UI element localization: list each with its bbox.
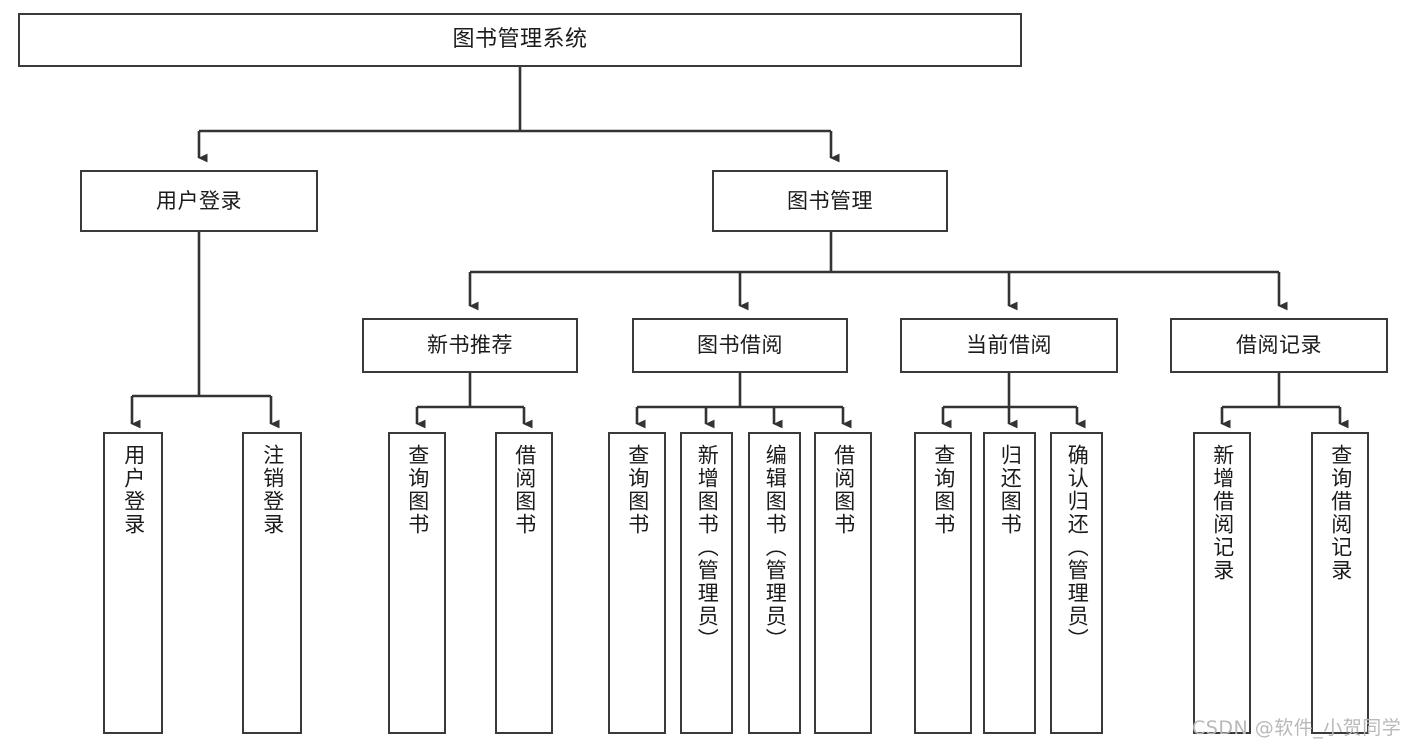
node-label: 查询图书 bbox=[625, 444, 650, 536]
leaf-user-login[interactable]: 用户登录 bbox=[103, 432, 163, 734]
leaf-query-books-borrowing[interactable]: 查询图书 bbox=[608, 432, 666, 734]
node-label: 图书管理系统 bbox=[452, 27, 588, 53]
leaf-borrow-books-borrowing[interactable]: 借阅图书 bbox=[814, 432, 872, 734]
node-label: 当前借阅 bbox=[966, 333, 1052, 358]
node-label: 借阅记录 bbox=[1236, 333, 1322, 358]
node-label: 新书推荐 bbox=[427, 333, 513, 358]
node-label: 查询图书 bbox=[405, 444, 430, 536]
node-root-book-management-system[interactable]: 图书管理系统 bbox=[18, 13, 1022, 67]
node-user-login[interactable]: 用户登录 bbox=[80, 170, 318, 232]
leaf-query-books-current[interactable]: 查询图书 bbox=[914, 432, 972, 734]
csdn-watermark: CSDN @软件_小贺同学 bbox=[1192, 717, 1402, 739]
node-label: 图书借阅 bbox=[697, 333, 783, 358]
node-label: 确认归还（管理员） bbox=[1065, 444, 1090, 651]
leaf-query-books-recommendation[interactable]: 查询图书 bbox=[388, 432, 446, 734]
node-new-book-recommendation[interactable]: 新书推荐 bbox=[362, 318, 578, 373]
node-label: 用户登录 bbox=[121, 444, 146, 536]
leaf-return-books[interactable]: 归还图书 bbox=[983, 432, 1036, 734]
node-label: 用户登录 bbox=[156, 188, 242, 213]
leaf-add-borrowing-record[interactable]: 新增借阅记录 bbox=[1193, 432, 1251, 734]
node-label: 借阅图书 bbox=[512, 444, 537, 536]
node-label: 查询借阅记录 bbox=[1328, 444, 1353, 582]
leaf-query-borrowing-record[interactable]: 查询借阅记录 bbox=[1311, 432, 1369, 734]
leaf-borrow-books-recommendation[interactable]: 借阅图书 bbox=[495, 432, 553, 734]
leaf-logout[interactable]: 注销登录 bbox=[242, 432, 302, 734]
node-label: 新增借阅记录 bbox=[1210, 444, 1235, 582]
node-label: 图书管理 bbox=[787, 188, 873, 213]
leaf-confirm-return-admin[interactable]: 确认归还（管理员） bbox=[1050, 432, 1103, 734]
leaf-edit-book-admin[interactable]: 编辑图书（管理员） bbox=[748, 432, 801, 734]
node-label: 查询图书 bbox=[931, 444, 956, 536]
node-current-borrowing[interactable]: 当前借阅 bbox=[900, 318, 1118, 373]
node-label: 注销登录 bbox=[260, 444, 285, 536]
node-borrowing-records[interactable]: 借阅记录 bbox=[1170, 318, 1388, 373]
leaf-add-book-admin[interactable]: 新增图书（管理员） bbox=[680, 432, 733, 734]
node-label: 借阅图书 bbox=[831, 444, 856, 536]
node-book-management[interactable]: 图书管理 bbox=[712, 170, 948, 232]
node-label: 归还图书 bbox=[998, 444, 1023, 536]
node-book-borrowing[interactable]: 图书借阅 bbox=[632, 318, 848, 373]
node-label: 新增图书（管理员） bbox=[695, 444, 720, 651]
node-label: 编辑图书（管理员） bbox=[763, 444, 788, 651]
